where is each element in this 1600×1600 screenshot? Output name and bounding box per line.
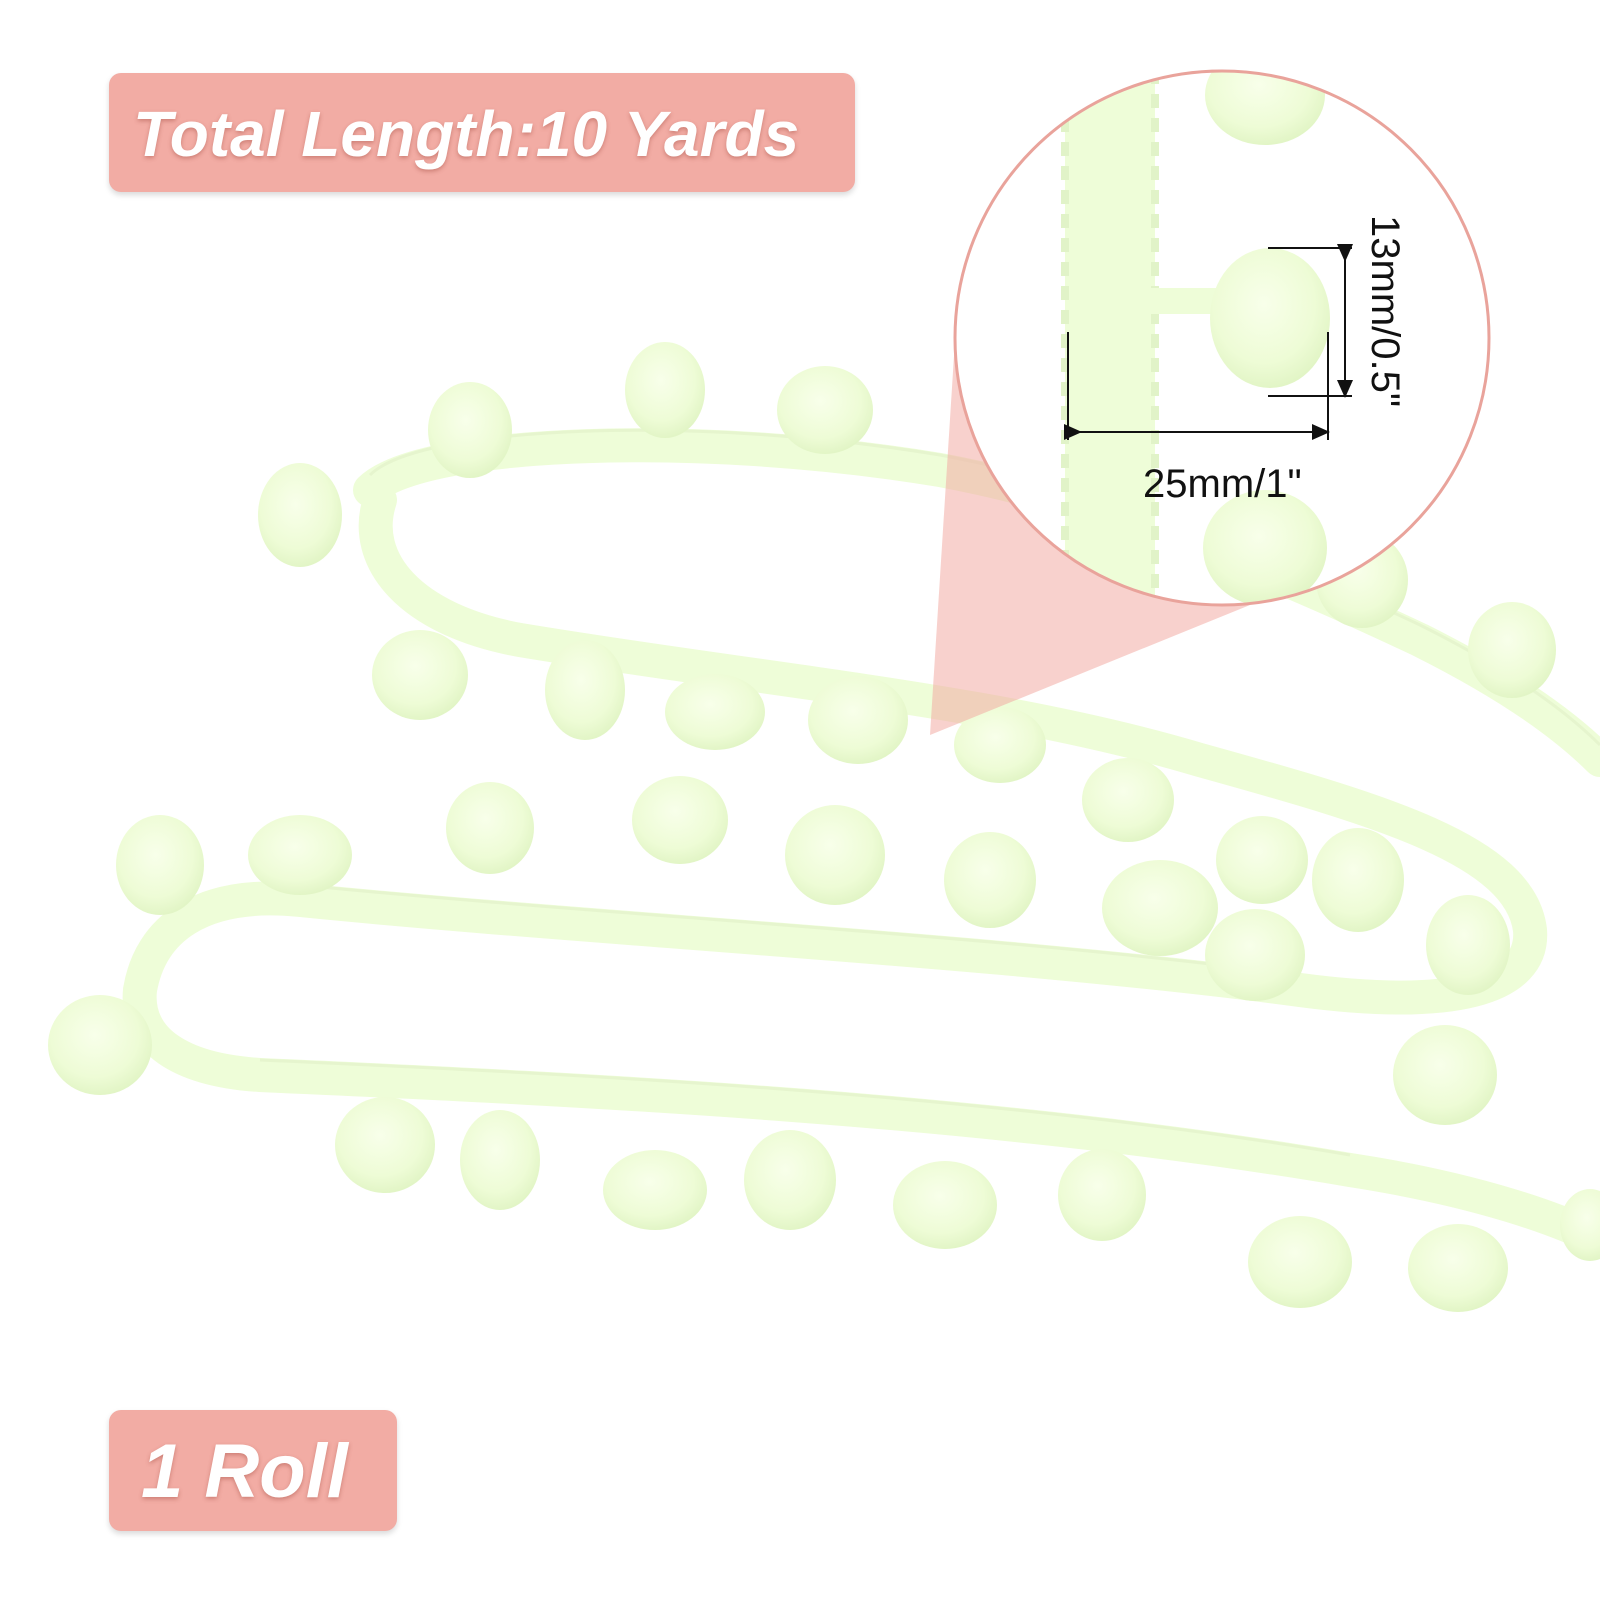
pompoms	[48, 342, 1600, 1312]
width-dimension-label: 25mm/1"	[1143, 462, 1302, 506]
quantity-badge: 1 Roll	[109, 1410, 397, 1531]
quantity-badge-text: 1 Roll	[141, 1429, 348, 1514]
length-badge: Total Length:10 Yards	[109, 73, 855, 192]
height-dimension-label: 13mm/0.5"	[1363, 215, 1407, 407]
length-badge-text: Total Length:10 Yards	[133, 98, 800, 170]
zoom-inset: 25mm/1" 13mm/0.5"	[953, 69, 1491, 607]
